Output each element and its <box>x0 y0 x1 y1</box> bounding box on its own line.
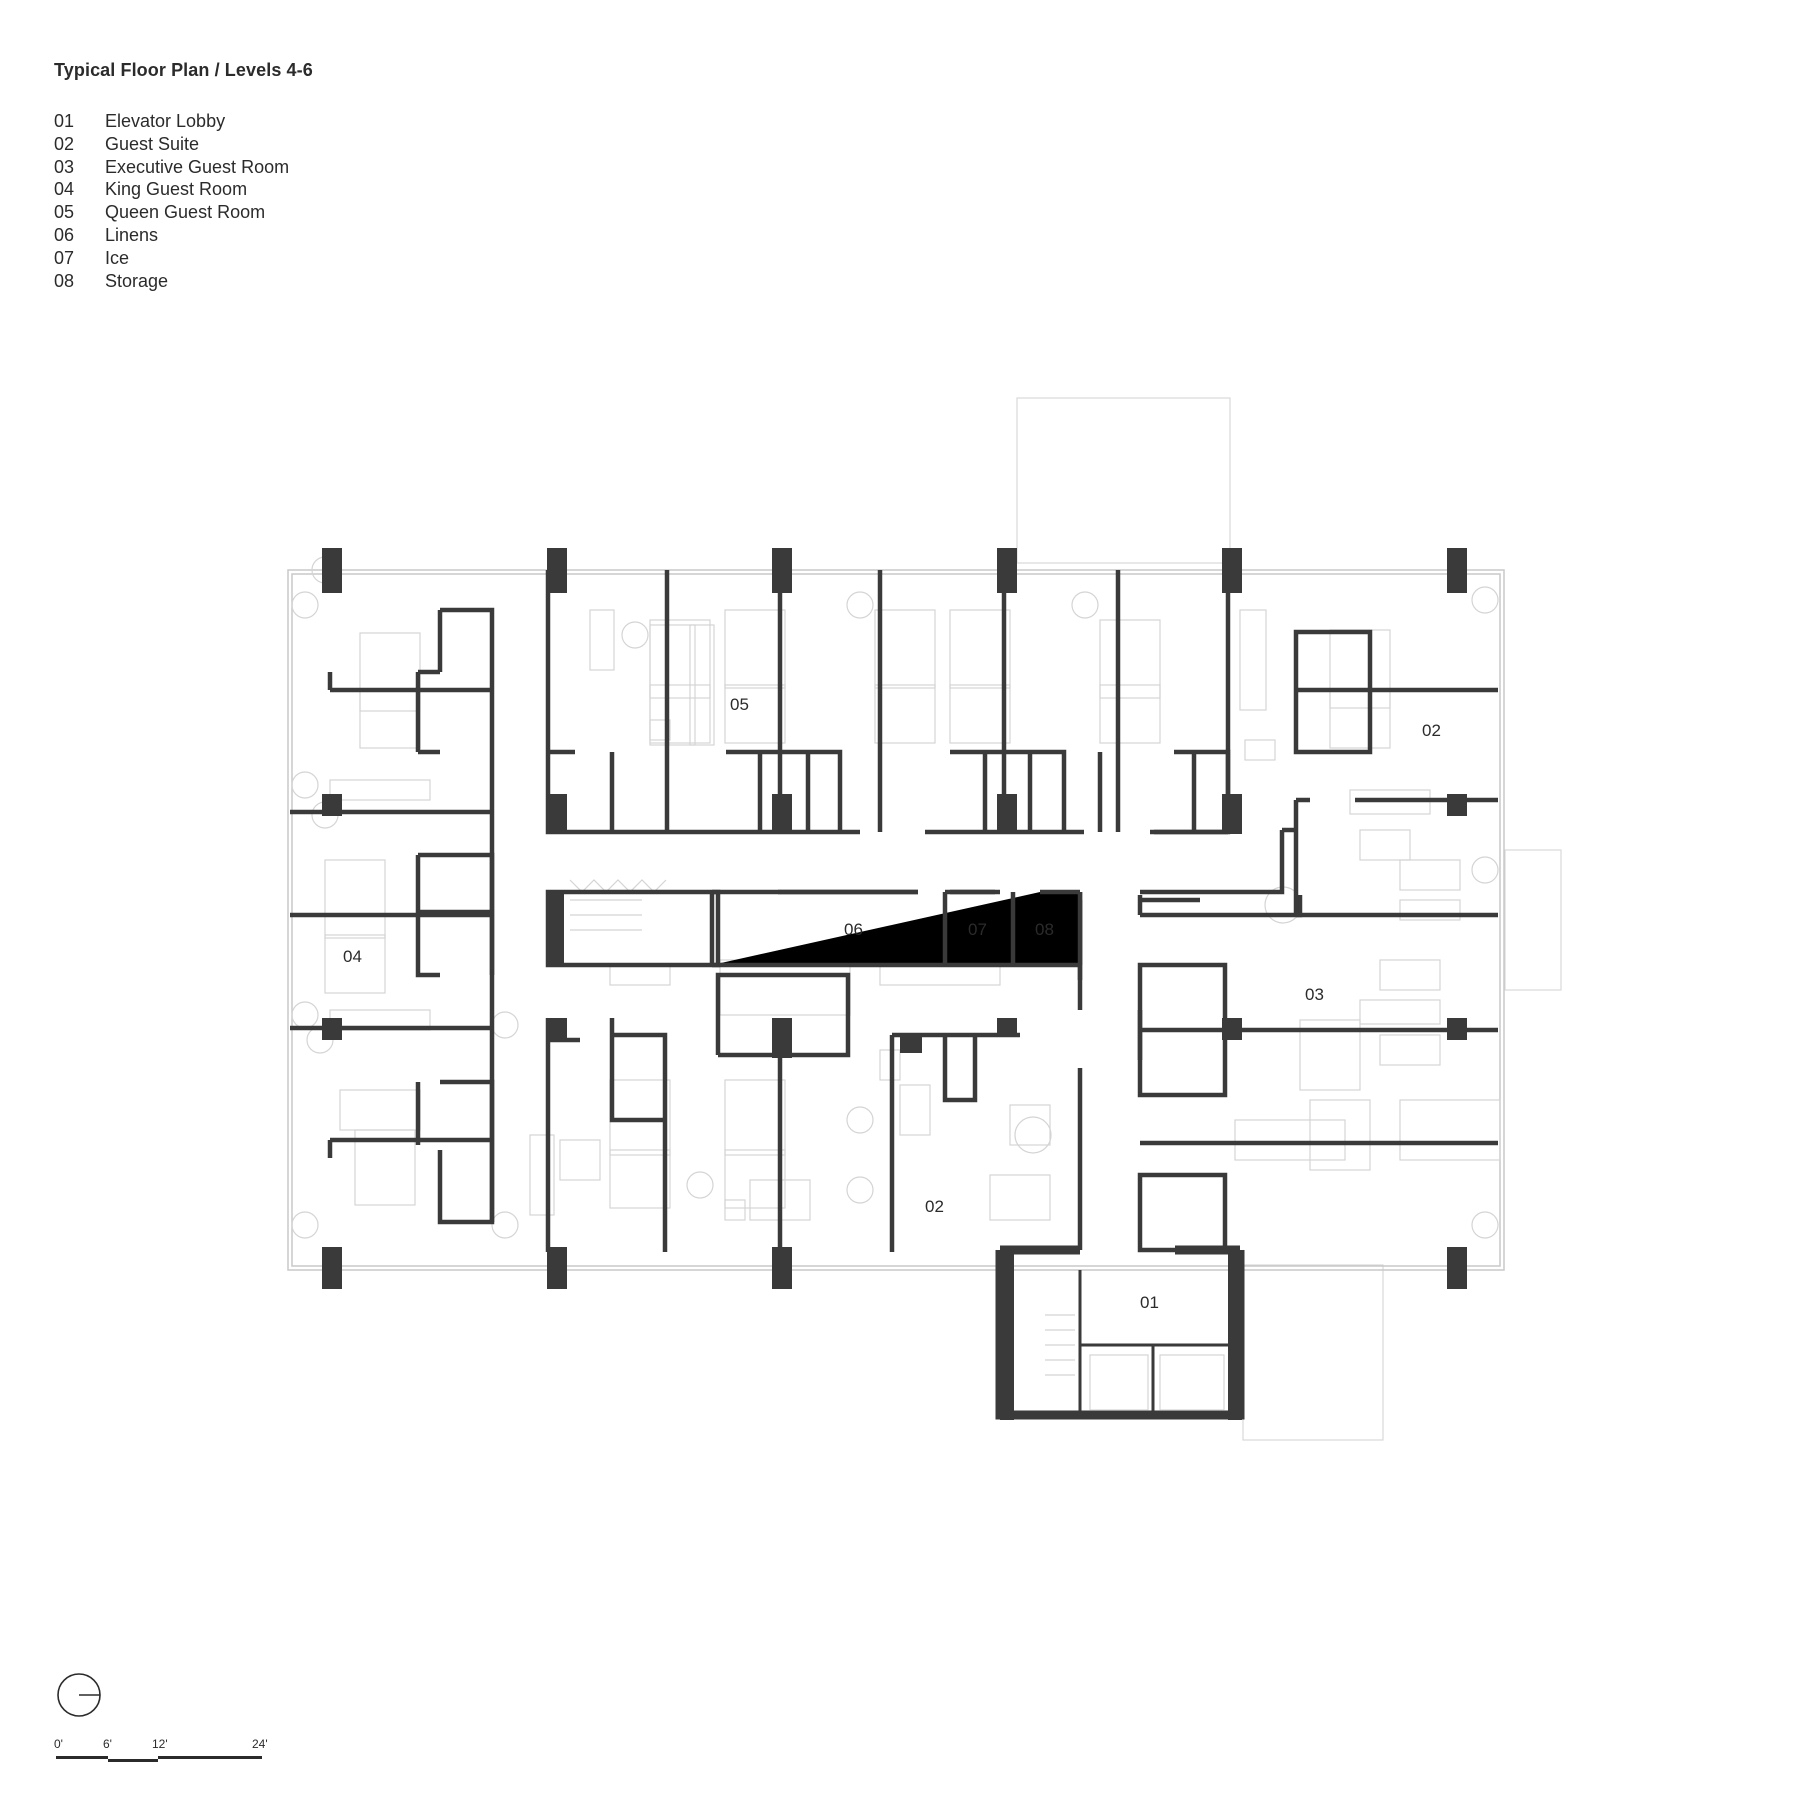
room-label-08: 08 <box>1035 920 1054 939</box>
scale-tick-24: 24' <box>252 1737 268 1751</box>
legend-label: Elevator Lobby <box>105 111 226 131</box>
legend-number: 02 <box>54 133 75 154</box>
structural-columns <box>322 548 1467 1289</box>
room-legend: 01 Elevator Lobby 02 Guest Suite 03 Executi… <box>54 110 289 292</box>
legend-label: Linens <box>105 224 159 245</box>
legend-label: King Guest Room <box>105 179 248 200</box>
service-core <box>545 827 1296 968</box>
room-label-06: 06 <box>844 920 863 939</box>
legend-item: 07 Ice <box>54 247 289 270</box>
legend-item: 06 Linens <box>54 224 289 247</box>
elevator-core <box>995 1245 1245 1420</box>
legend-label: Guest Suite <box>105 133 200 154</box>
legend-label: Queen Guest Room <box>105 202 266 223</box>
legend-number: 03 <box>54 156 75 177</box>
walls <box>290 570 1498 1253</box>
room-label-02-east: 02 <box>1422 721 1441 740</box>
site-context-lines <box>1016 397 1562 1441</box>
legend-item: 01 Elevator Lobby <box>54 110 289 133</box>
legend-number: 06 <box>54 224 75 245</box>
room-labels: 05 02 04 06 07 08 03 02 01 <box>343 695 1441 1312</box>
scale-bar: 0' 6' 12' 24' <box>54 1737 268 1762</box>
legend-item: 04 King Guest Room <box>54 178 289 201</box>
legend-item: 05 Queen Guest Room <box>54 201 289 224</box>
room-label-01: 01 <box>1140 1293 1159 1312</box>
scale-tick-12: 12' <box>152 1737 168 1751</box>
room-label-02-south: 02 <box>925 1197 944 1216</box>
legend-number: 07 <box>54 247 75 268</box>
legend-label: Storage <box>105 270 169 291</box>
room-label-07: 07 <box>968 920 987 939</box>
legend-number: 01 <box>54 111 75 131</box>
legend-number: 05 <box>54 202 75 223</box>
north-arrow-icon <box>57 1673 101 1717</box>
plan-title: Typical Floor Plan / Levels 4-6 <box>54 60 313 80</box>
legend-label: Executive Guest Room <box>105 156 290 177</box>
legend-item: 08 Storage <box>54 270 289 293</box>
room-label-03: 03 <box>1305 985 1324 1004</box>
legend-item: 02 Guest Suite <box>54 133 289 156</box>
legend-number: 04 <box>54 179 75 200</box>
legend-item: 03 Executive Guest Room <box>54 156 289 179</box>
building-envelope <box>287 569 1505 1271</box>
room-label-05: 05 <box>730 695 749 714</box>
scale-tick-6: 6' <box>103 1737 112 1751</box>
legend-number: 08 <box>54 270 75 291</box>
scale-tick-0: 0' <box>54 1737 63 1751</box>
legend-label: Ice <box>105 247 130 268</box>
room-label-04: 04 <box>343 947 362 966</box>
